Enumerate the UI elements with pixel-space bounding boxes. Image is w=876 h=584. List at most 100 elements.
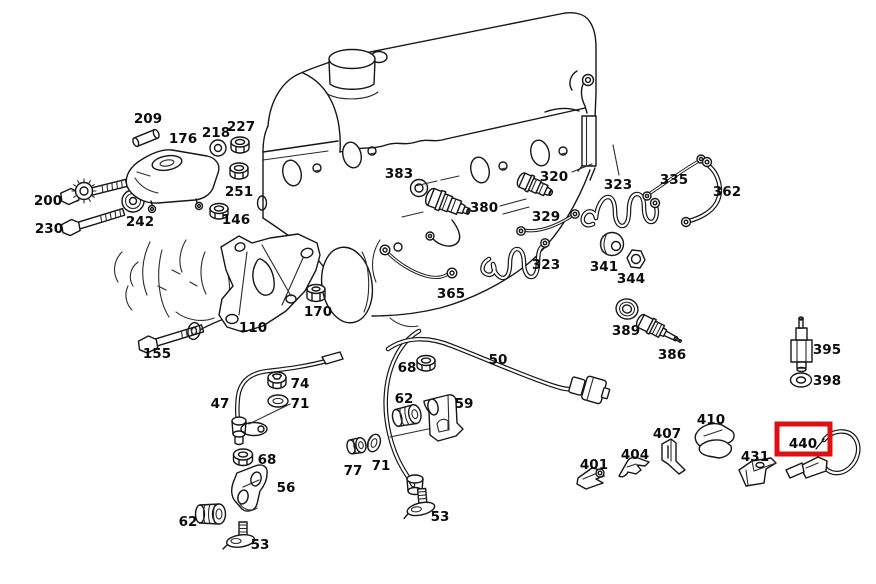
- part-label-407-43[interactable]: 407: [653, 426, 681, 442]
- part-50-graphic: [385, 336, 611, 405]
- part-label-335-14[interactable]: 335: [660, 172, 688, 188]
- part-label-230-5[interactable]: 230: [35, 221, 63, 237]
- part-218-graphic: [209, 139, 227, 157]
- part-label-344-17[interactable]: 344: [617, 271, 645, 287]
- part-label-155-26[interactable]: 155: [143, 346, 171, 362]
- part-label-146-8[interactable]: 146: [222, 212, 250, 228]
- part-label-53-40[interactable]: 53: [431, 509, 450, 525]
- fuel-pipe-graphic: [383, 328, 424, 496]
- part-label-62-38[interactable]: 62: [179, 514, 198, 530]
- part-label-323-18[interactable]: 323: [532, 257, 560, 273]
- part-label-365-19[interactable]: 365: [437, 286, 465, 302]
- part-label-74-31[interactable]: 74: [291, 376, 310, 392]
- part-label-56-37[interactable]: 56: [277, 480, 296, 496]
- part-410-graphic: [694, 422, 735, 459]
- part-251-graphic: [229, 162, 249, 180]
- part-383-graphic: [409, 178, 429, 198]
- part-label-431-45[interactable]: 431: [741, 449, 769, 465]
- part-230-graphic: [60, 207, 126, 237]
- lower-left-group: [194, 351, 344, 550]
- part-380-graphic: [425, 187, 471, 215]
- part-label-110-25[interactable]: 110: [239, 320, 267, 336]
- part-label-341-16[interactable]: 341: [590, 259, 618, 275]
- part-323-left-graphic: [480, 238, 550, 281]
- part-label-71-32[interactable]: 71: [291, 396, 310, 412]
- part-200-washer-graphic: [71, 178, 97, 204]
- center-bottom-group: [346, 328, 611, 520]
- part-label-47-33[interactable]: 47: [211, 396, 230, 412]
- part-label-218-2[interactable]: 218: [202, 125, 230, 141]
- part-label-53-39[interactable]: 53: [251, 537, 270, 553]
- part-386-graphic: [635, 313, 682, 343]
- part-label-176-1[interactable]: 176: [169, 131, 197, 147]
- part-label-320-10[interactable]: 320: [540, 169, 568, 185]
- part-344-graphic: [626, 249, 646, 269]
- part-label-383-9[interactable]: 383: [385, 166, 413, 182]
- part-170-graphic: [306, 283, 326, 303]
- part-label-200-4[interactable]: 200: [34, 193, 62, 209]
- part-label-380-11[interactable]: 380: [470, 200, 498, 216]
- part-label-59-30[interactable]: 59: [455, 396, 474, 412]
- part-389-graphic: [615, 298, 639, 320]
- part-label-404-42[interactable]: 404: [621, 447, 649, 463]
- part-401-graphic: [576, 467, 605, 490]
- left-parts-group: [60, 128, 326, 354]
- part-395-graphic: [790, 316, 813, 373]
- part-label-395-22[interactable]: 395: [813, 342, 841, 358]
- part-77-graphic: [346, 436, 367, 455]
- part-431-graphic: [738, 457, 777, 487]
- part-227-graphic: [230, 136, 250, 154]
- part-71-upper-graphic: [267, 394, 289, 408]
- highlight-box-440[interactable]: [774, 421, 833, 457]
- part-label-71-35[interactable]: 71: [372, 458, 391, 474]
- part-label-251-7[interactable]: 251: [225, 184, 253, 200]
- part-323-right-graphic: [580, 191, 661, 229]
- part-53-middle-graphic: [403, 487, 436, 520]
- part-label-329-12[interactable]: 329: [532, 209, 560, 225]
- part-155-graphic: [137, 324, 205, 354]
- part-176-graphic: [125, 149, 220, 214]
- part-label-362-15[interactable]: 362: [713, 184, 741, 200]
- part-label-50-27[interactable]: 50: [489, 352, 508, 368]
- part-label-170-24[interactable]: 170: [304, 304, 332, 320]
- part-365-graphic: [379, 244, 458, 280]
- part-68-right-graphic: [416, 354, 436, 372]
- part-329-graphic: [516, 209, 580, 236]
- part-label-410-44[interactable]: 410: [697, 412, 725, 428]
- part-320-graphic: [516, 172, 554, 197]
- part-label-242-6[interactable]: 242: [126, 214, 154, 230]
- part-label-386-21[interactable]: 386: [658, 347, 686, 363]
- part-label-389-20[interactable]: 389: [612, 323, 640, 339]
- part-71-middle-graphic: [366, 433, 382, 453]
- part-label-209-0[interactable]: 209: [134, 111, 162, 127]
- part-label-401-41[interactable]: 401: [580, 457, 608, 473]
- part-146-graphic: [209, 202, 229, 220]
- part-110-graphic: [187, 233, 321, 341]
- part-62-left-graphic: [194, 503, 227, 525]
- part-label-68-28[interactable]: 68: [398, 360, 417, 376]
- engine-ghost-sketch: [113, 239, 231, 321]
- part-341-graphic: [599, 231, 625, 257]
- part-56-graphic: [230, 464, 268, 512]
- part-label-440-46[interactable]: 440: [789, 436, 817, 452]
- part-68-left-graphic: [232, 448, 254, 467]
- part-404-graphic: [618, 456, 650, 478]
- part-label-398-23[interactable]: 398: [813, 373, 841, 389]
- part-label-68-36[interactable]: 68: [258, 452, 277, 468]
- part-47-graphic: [231, 351, 344, 446]
- clips-group: [576, 422, 861, 490]
- part-62-right-graphic: [391, 404, 422, 427]
- part-label-323-13[interactable]: 323: [604, 177, 632, 193]
- part-53-left-graphic: [222, 521, 256, 550]
- part-407-graphic: [661, 438, 686, 475]
- part-label-62-29[interactable]: 62: [395, 391, 414, 407]
- sensor-wire-group: [379, 154, 813, 388]
- part-label-227-3[interactable]: 227: [227, 119, 255, 135]
- part-59-graphic: [389, 394, 464, 442]
- part-label-77-34[interactable]: 77: [344, 463, 363, 479]
- part-362-graphic: [680, 156, 722, 228]
- part-398-graphic: [789, 372, 813, 388]
